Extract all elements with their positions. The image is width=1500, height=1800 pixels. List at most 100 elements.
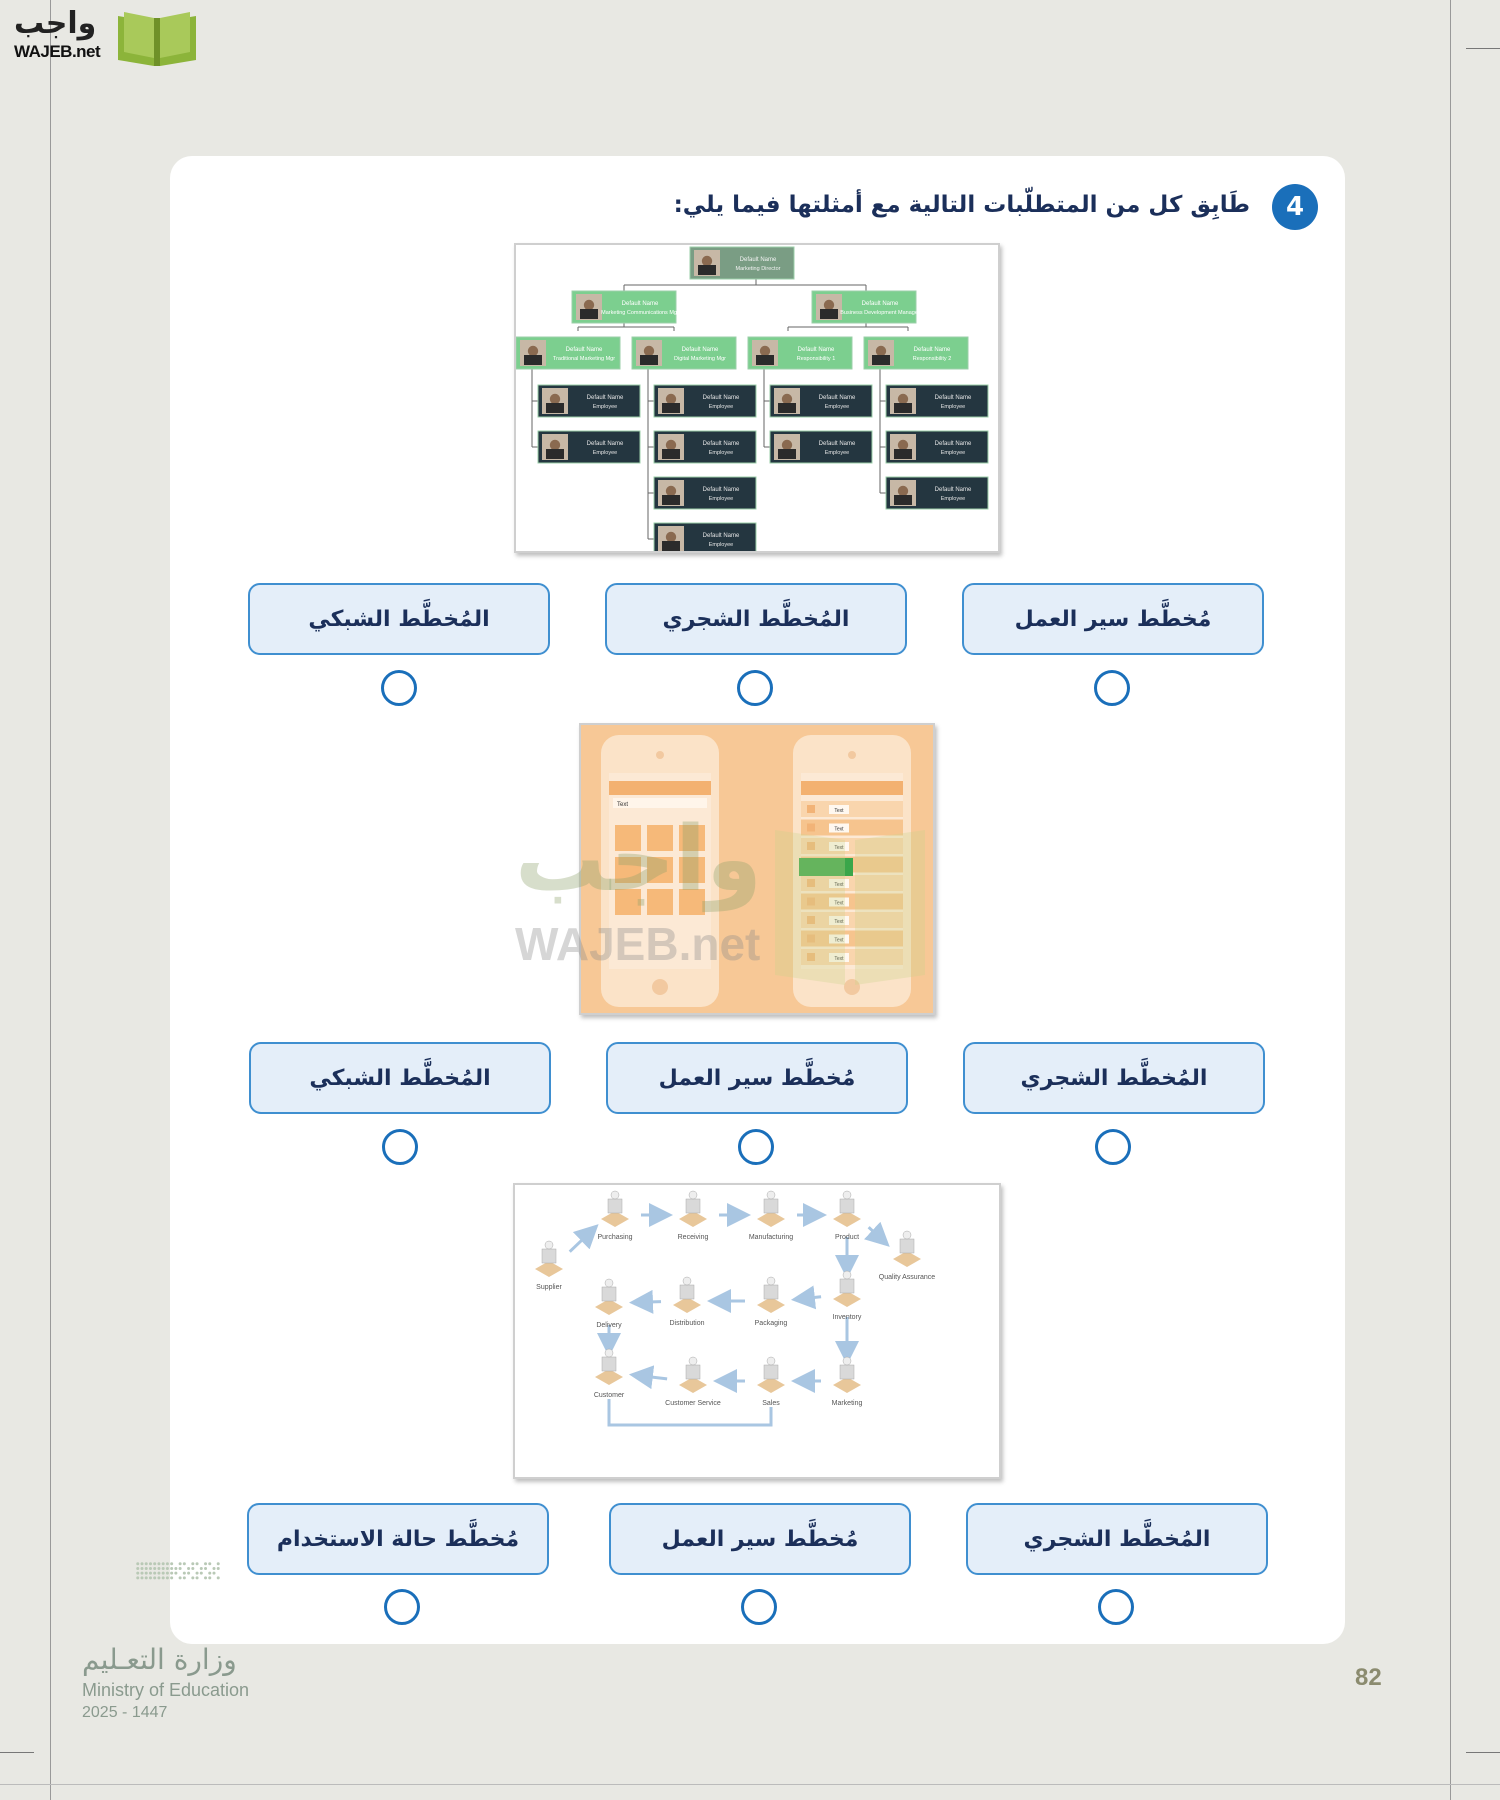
radio-network-diagram[interactable]	[382, 1129, 418, 1165]
ministry-dot	[136, 1571, 140, 1575]
workflow-node: Customer Service	[665, 1356, 721, 1407]
radio-workflow-diagram[interactable]	[1094, 670, 1130, 706]
crop-mark	[1466, 1752, 1500, 1753]
wire-row-field	[829, 897, 849, 907]
ministry-dot	[195, 1571, 199, 1575]
wire-list-row	[801, 875, 903, 891]
wire-row-text: Text	[834, 882, 844, 888]
workflow-node: Purchasing	[597, 1190, 633, 1241]
workflow-arrow	[628, 1365, 668, 1390]
ministry-dot	[148, 1576, 152, 1580]
workflow-node-label: Sales	[762, 1400, 780, 1407]
logo-latin: WAJEB.net	[14, 42, 101, 61]
org-node-role: Employee	[825, 450, 849, 456]
org-node-role: Business Development Manager	[840, 310, 920, 316]
ministry-dot	[148, 1566, 152, 1570]
option-tree-diagram[interactable]: المُخطَّط الشجري	[605, 583, 907, 655]
option-workflow-diagram[interactable]: مُخطَّط سير العمل	[606, 1042, 908, 1114]
option-workflow-diagram[interactable]: مُخطَّط سير العمل	[962, 583, 1264, 655]
app-wireframe-figure: Text TextTextTextTextTextTextTextTextTex…	[579, 723, 935, 1015]
logo-arabic: واجب	[14, 6, 97, 41]
ministry-dot	[174, 1571, 178, 1575]
ministry-dot	[153, 1566, 157, 1570]
workflow-node-label: Marketing	[832, 1400, 863, 1407]
wire-row-field	[829, 823, 849, 833]
workflow-arrow	[790, 1285, 822, 1310]
org-node-name: Default Name	[935, 441, 972, 447]
wire-row-text: Text	[834, 956, 844, 962]
workflow-node-label: Product	[835, 1234, 859, 1241]
radio-tree-diagram[interactable]	[1098, 1589, 1134, 1625]
ministry-dot	[153, 1562, 157, 1566]
radio-tree-diagram[interactable]	[1095, 1129, 1131, 1165]
wire-row-field	[829, 842, 849, 851]
org-node-role: Traditional Marketing Mgr	[553, 356, 615, 362]
ministry-dot	[195, 1576, 199, 1580]
ministry-dot	[178, 1562, 182, 1566]
option-workflow-diagram[interactable]: مُخطَّط سير العمل	[609, 1503, 911, 1575]
workflow-node: Supplier	[535, 1240, 563, 1291]
workflow-node: Packaging	[755, 1276, 787, 1327]
option-network-diagram[interactable]: المُخطَّط الشبكي	[248, 583, 550, 655]
radio-workflow-diagram[interactable]	[741, 1589, 777, 1625]
org-node-name: Default Name	[819, 395, 856, 401]
wire-list-row	[801, 912, 903, 928]
ministry-dot	[165, 1571, 169, 1575]
ministry-dot	[178, 1576, 182, 1580]
crop-mark	[1450, 0, 1451, 1800]
question-text: طَابِق كل من المتطلّبات التالية مع أمثلت…	[673, 192, 1250, 218]
workflow-arrow	[628, 1289, 662, 1314]
wire-row-icon	[807, 879, 815, 887]
ministry-dot	[187, 1571, 191, 1575]
radio-use-case-diagram[interactable]	[384, 1589, 420, 1625]
wire-list-row	[801, 819, 903, 836]
radio-network-diagram[interactable]	[381, 670, 417, 706]
wire-row-icon	[807, 842, 815, 850]
ministry-dot	[170, 1571, 174, 1575]
org-node-role: Marketing Communications Mgr	[601, 310, 679, 316]
ministry-dot	[216, 1576, 220, 1580]
option-tree-diagram[interactable]: المُخطَّط الشجري	[963, 1042, 1265, 1114]
wire-row-text: Text	[834, 845, 844, 851]
workflow-node: Inventory	[833, 1270, 862, 1321]
ministry-dot	[216, 1566, 220, 1570]
ministry-dot	[140, 1566, 144, 1570]
radio-workflow-diagram[interactable]	[738, 1129, 774, 1165]
wire-row-field	[829, 879, 849, 888]
ministry-dot	[161, 1571, 165, 1575]
option-tree-diagram[interactable]: المُخطَّط الشجري	[966, 1503, 1268, 1575]
org-node-name: Default Name	[622, 301, 659, 307]
workflow-node: Distribution	[669, 1276, 705, 1327]
ministry-dot	[157, 1576, 161, 1580]
wire-row-field	[829, 916, 849, 925]
wire-list-row	[801, 930, 903, 947]
workflow-node-label: Supplier	[536, 1284, 562, 1291]
wire-row-text: Text	[834, 808, 844, 814]
option-use-case-diagram[interactable]: مُخطَّط حالة الاستخدام	[247, 1503, 549, 1575]
ministry-dot	[216, 1562, 220, 1566]
workflow-node-label: Receiving	[678, 1234, 709, 1241]
wajeb-logo[interactable]: واجب WAJEB.net	[10, 6, 196, 66]
wire-row-icon	[807, 897, 815, 906]
wire-text-field: Text	[617, 802, 628, 808]
org-node-role: Employee	[825, 404, 849, 410]
org-node-role: Employee	[593, 450, 617, 456]
ministry-dot	[204, 1566, 208, 1570]
workflow-arrow	[568, 1224, 599, 1253]
ministry-dot	[148, 1562, 152, 1566]
option-network-diagram[interactable]: المُخطَّط الشبكي	[249, 1042, 551, 1114]
wire-row-icon	[807, 916, 815, 924]
crop-mark	[1466, 48, 1500, 49]
ministry-dot	[170, 1576, 174, 1580]
org-node-role: Marketing Director	[736, 266, 781, 272]
ministry-dot	[144, 1576, 148, 1580]
radio-tree-diagram[interactable]	[737, 670, 773, 706]
wire-list-row	[801, 949, 903, 965]
workflow-loop	[607, 1399, 773, 1427]
org-node-name: Default Name	[740, 257, 777, 263]
